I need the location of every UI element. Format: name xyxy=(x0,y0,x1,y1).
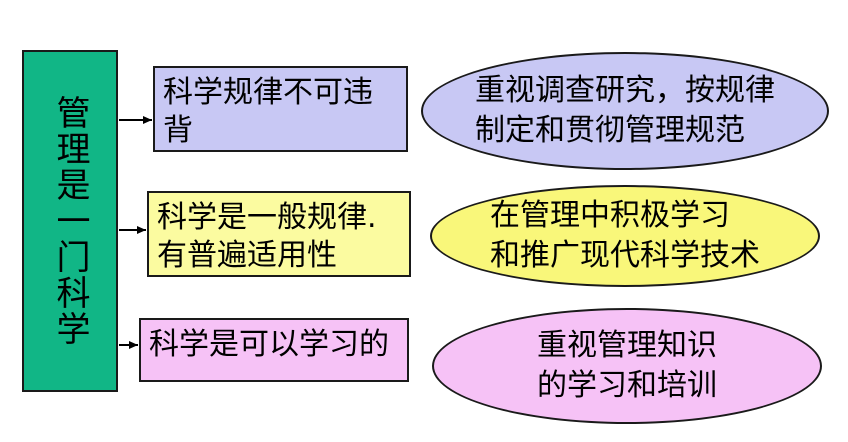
main-concept-box: 管理是一门科学 xyxy=(22,50,118,392)
implication-2-line-1: 在管理中积极学习 xyxy=(490,198,730,233)
principle-3-line-1: 科学是可以学习的 xyxy=(149,327,389,362)
implication-ellipse-3: 重视管理知识 的学习和培训 xyxy=(432,308,822,424)
implication-ellipse-1: 重视调查研究，按规律 制定和贯彻管理规范 xyxy=(421,52,829,170)
principle-1-line-2: 背 xyxy=(163,113,193,148)
implication-2-line-2: 和推广现代科学技术 xyxy=(490,238,760,273)
implication-1-line-2: 制定和贯彻管理规范 xyxy=(475,113,745,148)
principle-box-1: 科学规律不可违 背 xyxy=(153,66,408,152)
principle-1-line-1: 科学规律不可违 xyxy=(163,75,373,110)
principle-2-line-1: 科学是一般规律. xyxy=(157,200,377,235)
main-concept-label: 管理是一门科学 xyxy=(50,95,90,347)
implication-1-line-1: 重视调查研究，按规律 xyxy=(475,73,775,108)
principle-box-2: 科学是一般规律. 有普遍适用性 xyxy=(147,191,411,277)
implication-3-line-2: 的学习和培训 xyxy=(537,368,717,403)
implication-3-line-1: 重视管理知识 xyxy=(537,328,717,363)
principle-box-3: 科学是可以学习的 xyxy=(139,318,409,382)
principle-2-line-2: 有普遍适用性 xyxy=(157,238,337,273)
implication-ellipse-2: 在管理中积极学习 和推广现代科学技术 xyxy=(430,185,820,287)
